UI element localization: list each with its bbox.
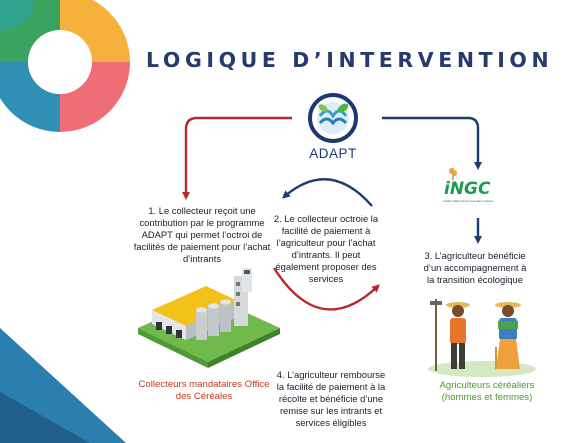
grain-silo-illustration [138, 268, 280, 368]
step-4-text: 4. L’agriculteur rembourse la facilité d… [276, 369, 386, 429]
color-ring-logo [0, 0, 130, 132]
step-1-text: 1. Le collecteur reçoit une contribution… [133, 205, 271, 265]
adapt-logo-icon [308, 93, 358, 143]
arrow-loop-bottom [272, 267, 380, 311]
step-2-text: 2. Le collecteur octroie la facilité de … [273, 213, 379, 285]
adapt-label: ADAPT [309, 146, 357, 161]
wheat-icon [449, 168, 457, 180]
arrow-adapt-to-collector [182, 116, 292, 200]
bottom-triangle-dark [0, 392, 90, 443]
corner-blob [0, 0, 34, 32]
farmers-illustration [428, 299, 536, 377]
farmers-caption: Agriculteurs céréaliers (hommes et femme… [439, 380, 535, 404]
collectors-caption: Collecteurs mandataires Office des Céréa… [138, 379, 270, 403]
step-3-text: 3. L’agriculteur bénéficie d’un accompag… [423, 250, 527, 286]
ingc-subtitle: Institut National des Grandes Cultures [443, 200, 494, 203]
ingc-logo: iNGC [444, 179, 491, 199]
arrow-adapt-to-ingc [382, 116, 482, 170]
page-title: LOGIQUE D’INTERVENTION [146, 48, 554, 72]
arrow-loop-top [281, 178, 373, 207]
